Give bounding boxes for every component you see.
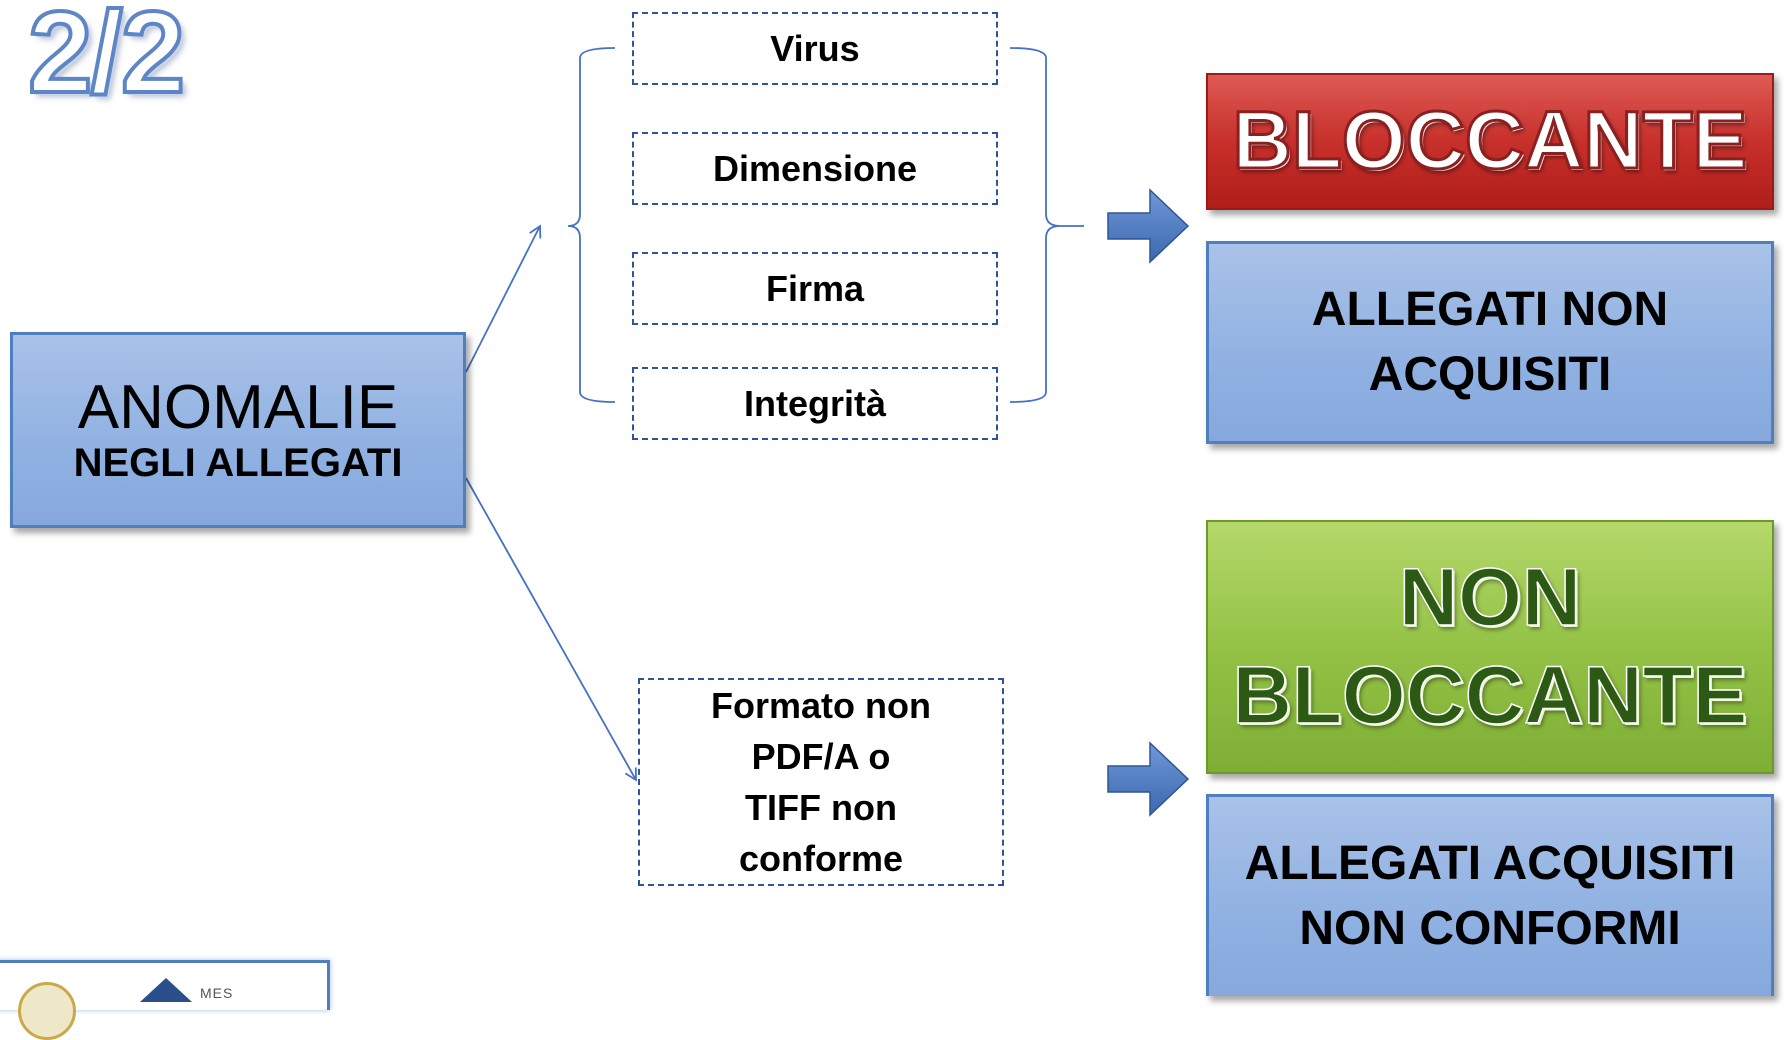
logo-text: MES (200, 985, 234, 1001)
blocking-result-box: ALLEGATI NON ACQUISITI (1206, 241, 1774, 444)
cause-virus-label: Virus (770, 27, 860, 69)
blocking-result-line: ACQUISITI (1368, 347, 1612, 401)
cause-integrita-label: Integrità (743, 382, 886, 424)
cause-formato-line: Formato non (711, 684, 931, 726)
bloccante-banner: BLOCCANTE (1206, 73, 1774, 210)
left-brace (567, 47, 616, 403)
connector-to-blocking-causes (465, 224, 542, 373)
anomalie-source-box: ANOMALIE NEGLI ALLEGATI (10, 332, 466, 528)
cause-firma-label: Firma (765, 267, 865, 309)
cause-formato-line: PDF/A o (751, 735, 891, 777)
non-blocking-result-box: ALLEGATI ACQUISITI NON CONFORMI (1206, 794, 1774, 996)
cause-formato-line: TIFF non (745, 787, 897, 828)
non-bloccante-line: BLOCCANTE (1232, 649, 1748, 742)
cause-integrita-box: Integrità (632, 367, 998, 440)
right-brace (1009, 47, 1084, 403)
non-bloccante-banner: NON BLOCCANTE (1206, 520, 1774, 774)
cause-formato-box: Formato non PDF/A o TIFF non conforme (638, 678, 1004, 886)
connectors-layer (465, 47, 1190, 817)
cause-virus-box: Virus (632, 12, 998, 85)
cause-dimensione-label: Dimensione (712, 147, 918, 189)
bloccante-label: BLOCCANTE (1231, 94, 1749, 188)
non-blocking-result-line: NON CONFORMI (1299, 901, 1681, 955)
source-subtitle: NEGLI ALLEGATI (73, 440, 403, 485)
non-blocking-result-line: ALLEGATI ACQUISITI (1244, 836, 1736, 890)
arrow-to-blocking-icon (1107, 188, 1190, 264)
non-bloccante-line: NON (1398, 551, 1582, 644)
cause-dimensione-box: Dimensione (632, 132, 998, 205)
source-title: ANOMALIE (77, 373, 399, 443)
blocking-result-line: ALLEGATI NON (1311, 282, 1669, 336)
cause-formato-line: conforme (738, 838, 904, 880)
cause-firma-box: Firma (632, 252, 998, 325)
seal-logo-icon (18, 982, 76, 1040)
house-logo-icon (140, 978, 192, 1002)
connector-to-non-blocking-cause (465, 477, 637, 782)
slide-counter: 2/2 (26, 0, 187, 117)
arrow-to-non-blocking-icon (1107, 741, 1190, 817)
